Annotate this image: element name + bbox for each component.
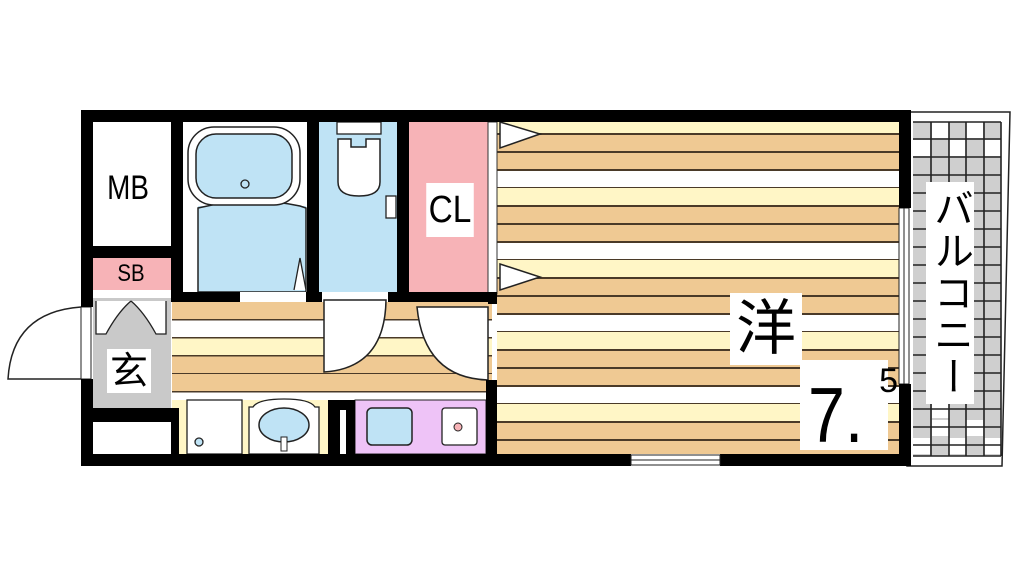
entrance-door-swing <box>7 306 82 380</box>
toilet-door-swing <box>323 299 387 373</box>
room-size-main: 7. <box>808 371 864 459</box>
balcony-label: バルコニー <box>926 182 974 404</box>
walls <box>81 110 911 466</box>
closet-label: CL <box>426 183 474 237</box>
room-size-fraction: 5 <box>879 362 898 400</box>
shoe-box <box>93 258 171 290</box>
room-door-swing <box>416 306 489 381</box>
room-size-label: 7. 5 <box>800 360 898 454</box>
washer-space <box>186 399 243 455</box>
entrance-label: 玄 <box>107 349 151 393</box>
western-room-label: 洋 <box>730 293 802 365</box>
shoe-box-label: SB <box>117 260 145 287</box>
meter-box-label: MB <box>103 166 153 210</box>
